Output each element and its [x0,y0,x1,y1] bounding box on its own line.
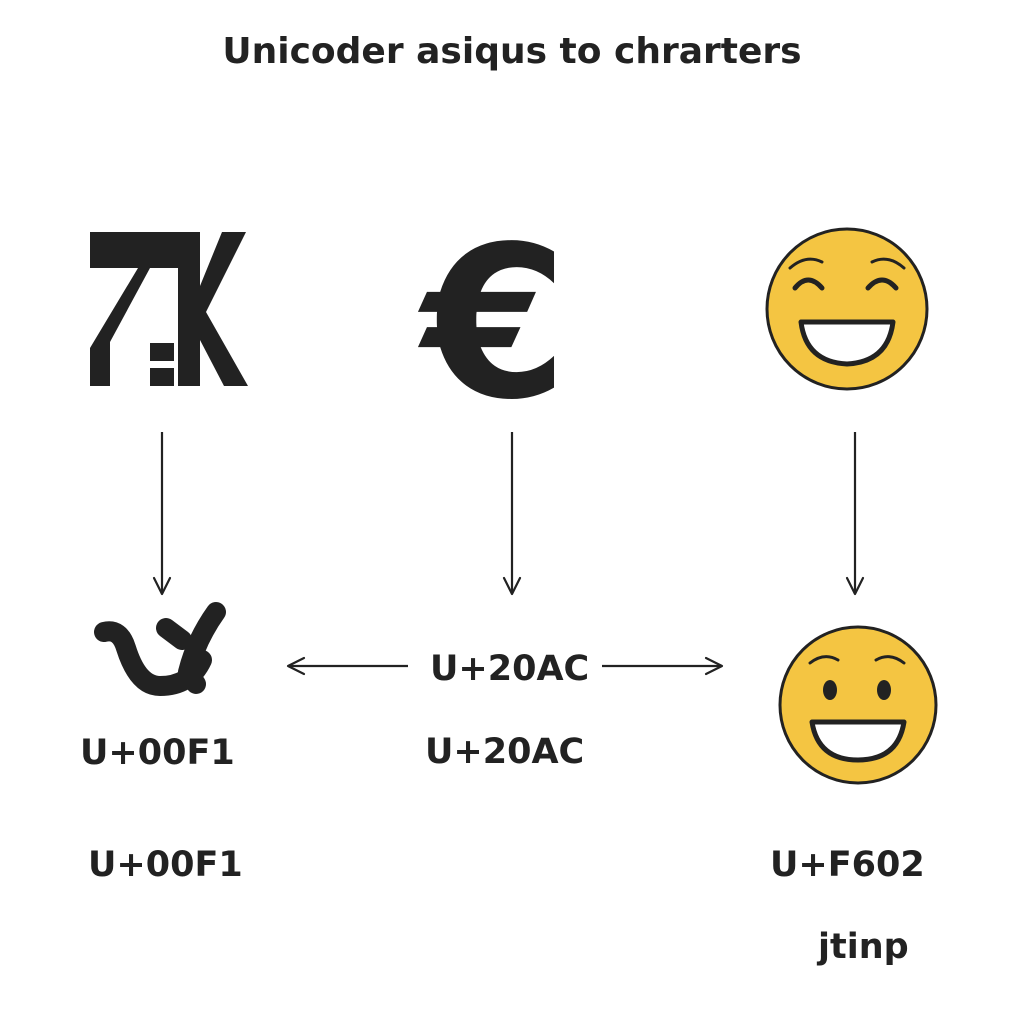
code-label-right-lower: jtinp [818,927,909,967]
u-hook-glyph-icon [94,602,226,696]
code-label-euro-lower: U+20AC [425,732,585,772]
smiling-face-icon [778,625,938,785]
grinning-face-icon [765,227,929,391]
code-label-right-upper: U+F602 [770,845,925,885]
code-label-left-upper: U+00F1 [80,733,235,773]
7k-glyph-icon [90,232,248,386]
page-title: Unicoder asiqus to chrarters [222,31,802,72]
code-label-left-lower: U+00F1 [88,845,243,885]
euro-sign-icon: € [418,201,568,446]
svg-text:€: € [418,201,568,446]
code-label-euro-upper: U+20AC [430,649,590,689]
